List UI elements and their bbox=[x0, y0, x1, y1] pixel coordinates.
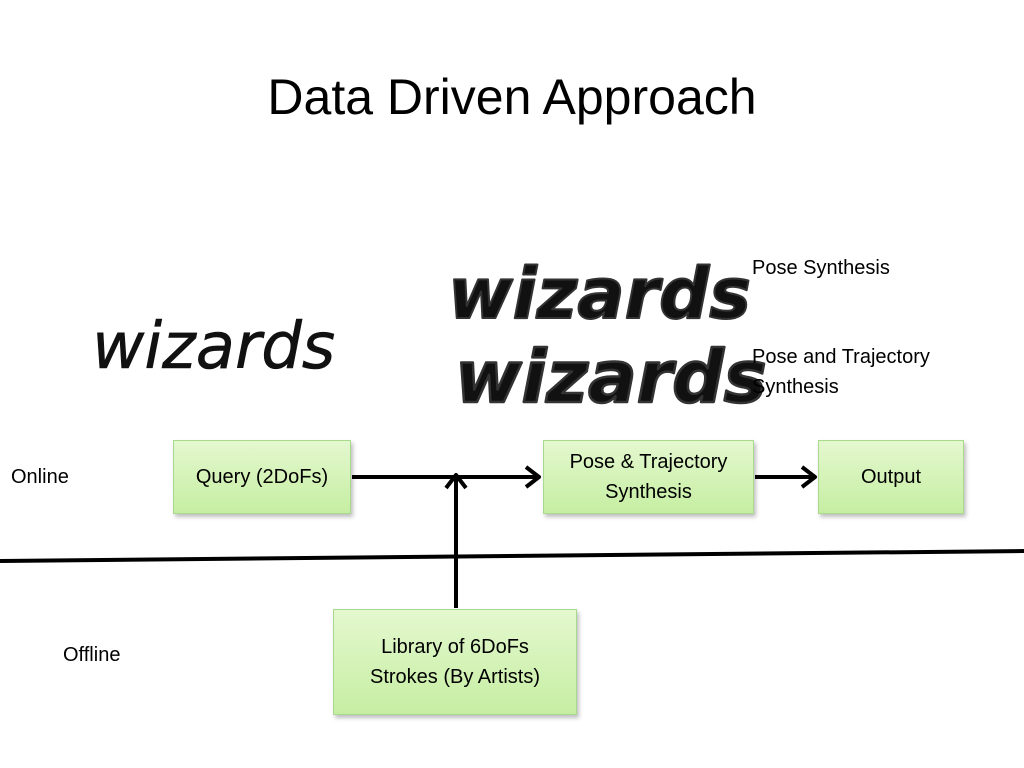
slide-title: Data Driven Approach bbox=[267, 69, 757, 125]
label-pose-trajectory-line1: Pose and Trajectory bbox=[752, 346, 930, 368]
label-online: Online bbox=[11, 466, 69, 488]
label-pose-synthesis: Pose Synthesis bbox=[752, 257, 890, 279]
output-box: Output bbox=[818, 440, 964, 514]
pose-trajectory-synthesis-box: Pose & Trajectory Synthesis bbox=[543, 440, 754, 514]
query-box: Query (2DoFs) bbox=[173, 440, 351, 514]
handwriting-input-word: wizards bbox=[92, 310, 335, 384]
label-pose-trajectory-synthesis: Pose and Trajectory Synthesis bbox=[752, 342, 930, 402]
arrowhead-output bbox=[800, 465, 817, 489]
online-offline-divider bbox=[0, 549, 1024, 563]
label-pose-trajectory-line2: Synthesis bbox=[752, 376, 839, 398]
query-box-label: Query (2DoFs) bbox=[195, 466, 329, 488]
handwriting-pose-word: wizards bbox=[448, 253, 751, 335]
library-box-line1: Library of 6DoFs bbox=[381, 636, 529, 658]
output-box-label: Output bbox=[860, 466, 922, 488]
arrowhead-library-up bbox=[444, 473, 468, 490]
synthesis-box-line1: Pose & Trajectory bbox=[569, 451, 728, 473]
library-box: Library of 6DoFs Strokes (By Artists) bbox=[333, 609, 577, 715]
synthesis-box-line2: Synthesis bbox=[605, 481, 692, 503]
label-offline: Offline bbox=[63, 644, 121, 666]
library-box-line2: Strokes (By Artists) bbox=[369, 666, 541, 688]
arrowhead-synthesis bbox=[524, 465, 541, 489]
handwriting-pose-trajectory-word: wizards bbox=[455, 335, 767, 419]
